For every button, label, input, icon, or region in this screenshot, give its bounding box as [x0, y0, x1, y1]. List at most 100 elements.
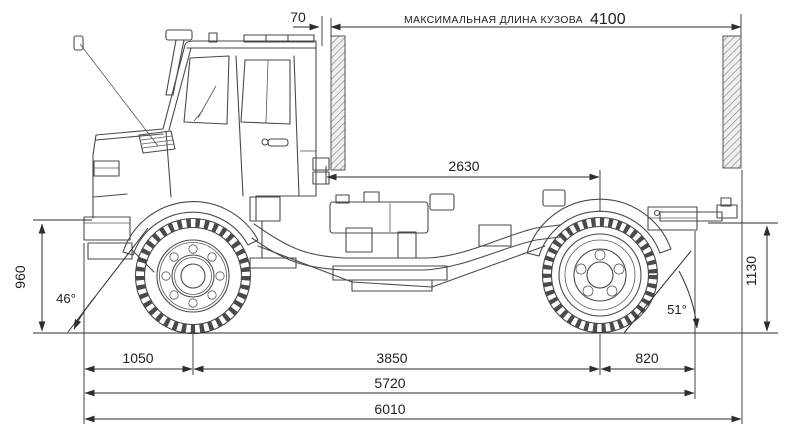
- departure-angle-line: [623, 250, 692, 334]
- label-overall-length: 6010: [374, 401, 405, 417]
- label-gap-70: 70: [290, 9, 306, 25]
- louver-slat2: [141, 139, 174, 145]
- door-rear-edge: [293, 55, 300, 197]
- approach-angle-arc: [73, 296, 96, 330]
- frame-rail-bottom: [251, 236, 561, 271]
- roof-lamp: [208, 32, 218, 43]
- lug-hole: [161, 271, 171, 281]
- frame-rail-top: [253, 223, 561, 259]
- hood-bottom-edge: [93, 193, 128, 198]
- windshield: [183, 55, 230, 125]
- step-plate: [249, 257, 297, 269]
- rear-hub: [573, 248, 627, 302]
- rear-hub-bore: [586, 261, 614, 289]
- a-pillar-inner: [168, 47, 192, 131]
- air-tank2: [542, 189, 566, 207]
- body-front-plane: [330, 35, 346, 171]
- door-handle: [267, 138, 289, 147]
- lug-hole: [207, 290, 217, 300]
- label-body-length-caption: МАКСИМАЛЬНАЯ ДЛИНА КУЗОВА: [404, 14, 583, 26]
- front-wheel: [134, 217, 252, 335]
- approach-angle-line: [67, 227, 149, 333]
- lug-hole: [169, 252, 179, 262]
- dimension-graphics: 70 МАКСИМАЛЬНАЯ ДЛИНА КУЗОВА 4100 2630 1…: [12, 9, 778, 424]
- snorkel-pipe: [165, 39, 185, 96]
- front-hub-inner: [174, 257, 212, 295]
- lug-hole: [207, 252, 217, 262]
- hood-louver-vent: [138, 130, 176, 154]
- bumper-skid-plate: [87, 242, 133, 260]
- frame-bracket: [478, 224, 512, 247]
- door-window: [240, 59, 291, 125]
- air-tank1: [429, 193, 455, 211]
- lug-hole: [594, 249, 606, 261]
- transfer-case: [351, 279, 433, 292]
- label-front-overhang: 1050: [122, 350, 153, 366]
- mirror-arm: [79, 43, 159, 147]
- label-body-length: 4100: [590, 11, 626, 28]
- driveshaft-rear: [431, 245, 546, 288]
- rear-wheel: [541, 216, 659, 334]
- hitch-pin-head: [720, 197, 732, 207]
- rear-rim-inner: [564, 239, 636, 311]
- hitch-pin-base: [716, 204, 738, 219]
- tank-pump: [345, 227, 373, 253]
- door-lock: [261, 138, 269, 146]
- hood-cab-split: [165, 130, 172, 198]
- snorkel-cap: [165, 29, 193, 41]
- cab-outline: [92, 40, 317, 221]
- label-cab-to-rear-axle: 2630: [448, 158, 479, 174]
- front-hub: [171, 254, 215, 298]
- louver-slat3: [141, 143, 175, 149]
- door-window-divider: [265, 59, 269, 124]
- front-rim: [156, 239, 230, 313]
- headlight: [93, 160, 120, 177]
- hood-top-inner: [95, 133, 164, 141]
- lug-hole: [215, 271, 225, 281]
- lug-hole: [188, 244, 198, 254]
- cab-step-box: [249, 196, 281, 222]
- label-rear-overhang: 820: [635, 350, 659, 366]
- front-hub-bore: [180, 263, 206, 289]
- front-tire-inner: [143, 226, 243, 326]
- driveshaft-front: [257, 245, 353, 283]
- rear-tire-inner: [550, 225, 650, 325]
- fuel-tank: [329, 201, 429, 234]
- label-frame-length: 5720: [374, 375, 405, 391]
- lug-hole: [582, 285, 594, 297]
- lug-hole: [188, 298, 198, 308]
- label-front-height: 960: [12, 265, 28, 289]
- lug-hole: [575, 263, 587, 275]
- body-rear-plane: [722, 35, 742, 169]
- front-bumper: [83, 216, 131, 241]
- hitch-bar: [659, 211, 723, 222]
- rear-fender: [526, 198, 672, 257]
- lug-hole: [613, 263, 625, 275]
- cab-rear-bracket1: [312, 157, 330, 171]
- fuel-filler-cap1: [335, 194, 350, 204]
- front-fender: [122, 201, 259, 256]
- louver-slat1: [140, 135, 173, 141]
- body-reference-planes: [330, 35, 742, 171]
- lug-hole: [606, 285, 618, 297]
- truck-side-view: [73, 29, 738, 335]
- cab-rear-bracket2: [312, 171, 330, 185]
- rear-frame-box: [647, 206, 698, 231]
- crossmember: [332, 265, 448, 281]
- label-wheelbase: 3850: [376, 350, 407, 366]
- label-rear-height: 1130: [743, 256, 759, 286]
- door-front-edge: [235, 55, 244, 197]
- label-departure-angle: 51°: [667, 302, 687, 317]
- label-approach-angle: 46°: [56, 291, 76, 306]
- fuel-filler-cap2: [363, 191, 380, 203]
- tank-valve: [397, 231, 417, 259]
- roof-vent-strip: [243, 34, 315, 43]
- departure-angle-arc: [678, 270, 700, 329]
- wiper-arm: [193, 109, 204, 122]
- front-tire-tread: [135, 218, 251, 334]
- mirror-head: [73, 35, 84, 51]
- rear-rim: [558, 233, 642, 317]
- driveshaft-mid: [351, 281, 433, 288]
